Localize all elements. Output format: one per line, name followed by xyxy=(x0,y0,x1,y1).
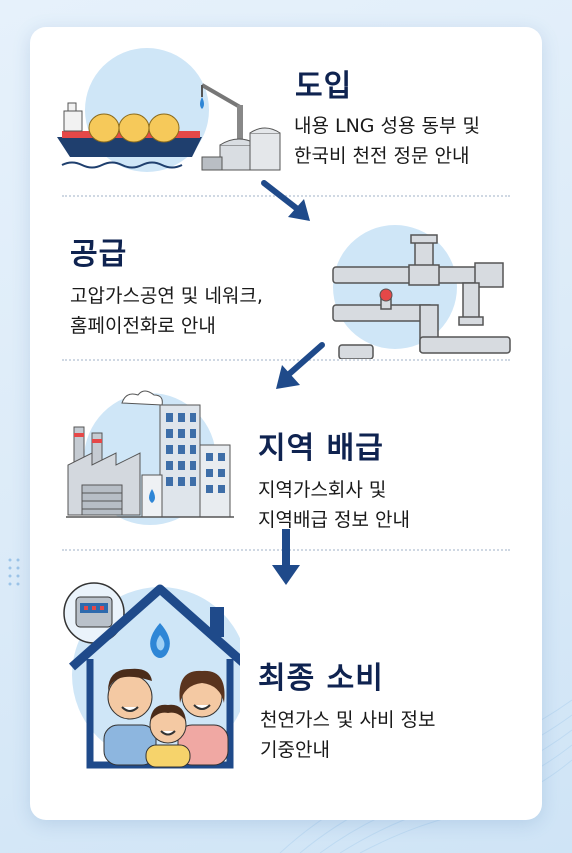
step-description: 천연가스 및 사비 정보 기중안내 xyxy=(260,705,435,765)
step-description-line: 지역가스회사 및 xyxy=(258,479,387,501)
down-left-arrow xyxy=(276,342,325,389)
step-regional-distribution: 지역 배급 지역가스회사 및 지역배급 정보 안내 xyxy=(30,367,542,547)
step-description-line: 한국비 천전 정문 안내 xyxy=(294,145,470,167)
step-description-line: 지역배급 정보 안내 xyxy=(258,509,410,531)
step-title: 지역 배급 xyxy=(258,431,384,466)
step-description-line: 내용 LNG 성용 동부 및 xyxy=(294,115,481,137)
city-factory-illustration xyxy=(66,390,234,525)
step-description: 내용 LNG 성용 동부 및 한국비 천전 정문 안내 xyxy=(294,111,480,171)
family-home-illustration xyxy=(63,582,240,769)
step-final-consumption: 최종 소비 천연가스 및 사비 정보 기중안내 xyxy=(30,575,542,795)
step-supply: 공급 고압가스공연 및 네워크, 홈페이전화로 안내 xyxy=(30,199,542,359)
flow-card: 도입 내용 LNG 성용 동부 및 한국비 천전 정문 안내 공급 고압가스공연… xyxy=(30,27,542,820)
step-description-line: 기중안내 xyxy=(260,739,330,761)
pipeline-illustration xyxy=(332,225,511,359)
step-title: 도입 xyxy=(295,69,353,104)
step-description: 지역가스회사 및 지역배급 정보 안내 xyxy=(258,475,410,535)
down-arrow xyxy=(272,529,300,585)
step-description-line: 천연가스 및 사비 정보 xyxy=(260,709,436,731)
lng-ship-terminal-illustration xyxy=(57,48,281,172)
step-description-line: 고압가스공연 및 네워크, xyxy=(70,285,263,307)
step-title: 최종 소비 xyxy=(258,661,384,696)
step-title: 공급 xyxy=(70,237,128,272)
section-divider xyxy=(62,359,510,361)
step-description: 고압가스공연 및 네워크, 홈페이전화로 안내 xyxy=(70,281,263,341)
section-divider xyxy=(62,195,510,197)
down-right-arrow xyxy=(261,180,310,221)
step-description-line: 홈페이전화로 안내 xyxy=(70,315,216,337)
step-import: 도입 내용 LNG 성용 동부 및 한국비 천전 정문 안내 xyxy=(30,27,542,192)
